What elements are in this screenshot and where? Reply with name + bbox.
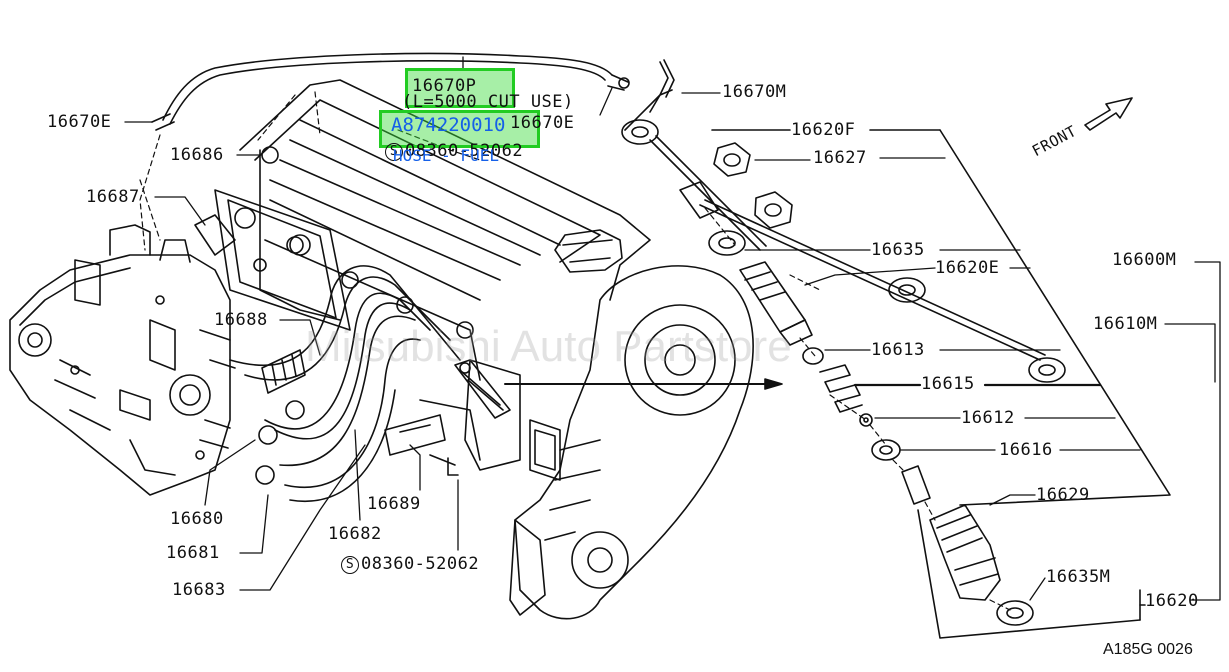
label-16635M[interactable]: 16635M — [1046, 567, 1111, 587]
label-16682[interactable]: 16682 — [328, 524, 382, 544]
label-cut-use: (L=5000 CUT USE) — [402, 92, 574, 112]
s-mark-icon: S — [341, 556, 359, 574]
dashed-guides — [139, 91, 1011, 611]
label-16635[interactable]: 16635 — [871, 240, 925, 260]
label-16620F[interactable]: 16620F — [791, 120, 856, 140]
label-08360-bottom-text: 08360-52062 — [361, 554, 480, 574]
leader-lines — [124, 56, 1221, 601]
s-mark-icon: S — [385, 143, 403, 161]
label-16620E[interactable]: 16620E — [935, 258, 1000, 278]
label-16670P[interactable]: 16670P — [412, 76, 477, 96]
label-16616[interactable]: 16616 — [999, 440, 1053, 460]
label-16689[interactable]: 16689 — [367, 494, 421, 514]
part-number-link[interactable]: A874220010 — [391, 114, 506, 136]
label-16680[interactable]: 16680 — [170, 509, 224, 529]
highlight-16670P[interactable] — [405, 68, 515, 108]
label-16612[interactable]: 16612 — [961, 408, 1015, 428]
label-16683[interactable]: 16683 — [172, 580, 226, 600]
engine-injectors-drawing — [454, 359, 511, 419]
label-16686[interactable]: 16686 — [170, 145, 224, 165]
label-16688[interactable]: 16688 — [214, 310, 268, 330]
label-08360-top-text: 08360-52062 — [405, 141, 524, 161]
label-16615[interactable]: 16615 — [921, 374, 975, 394]
label-16670E-left[interactable]: 16670E — [47, 112, 112, 132]
injection-pipes-drawing — [229, 265, 461, 503]
label-16670M[interactable]: 16670M — [722, 82, 787, 102]
direction-arrow — [504, 378, 783, 390]
label-16620[interactable]: 16620 — [1145, 591, 1199, 611]
watermark: Mitsubishi Auto Partstore — [305, 322, 792, 371]
injection-pump-drawing — [9, 224, 236, 496]
label-16687[interactable]: 16687 — [86, 187, 140, 207]
front-arrow-icon — [1084, 97, 1133, 131]
label-16629[interactable]: 16629 — [1036, 485, 1090, 505]
small-parts-drawing — [194, 214, 459, 485]
label-16600M[interactable]: 16600M — [1112, 250, 1177, 270]
label-16610M[interactable]: 16610M — [1093, 314, 1158, 334]
label-16670E-right[interactable]: 16670E — [510, 113, 575, 133]
label-16613[interactable]: 16613 — [871, 340, 925, 360]
label-16627[interactable]: 16627 — [813, 148, 867, 168]
label-16681[interactable]: 16681 — [166, 543, 220, 563]
highlight-part-link[interactable] — [379, 110, 540, 148]
engine-block-drawing — [214, 79, 754, 620]
fuel-hose-drawing — [151, 52, 675, 131]
diagram-reference: A185G 0026 — [1103, 641, 1193, 658]
injector-exploded-drawing — [621, 89, 1171, 639]
part-name-link[interactable]: HOSE - FUEL — [393, 146, 499, 165]
